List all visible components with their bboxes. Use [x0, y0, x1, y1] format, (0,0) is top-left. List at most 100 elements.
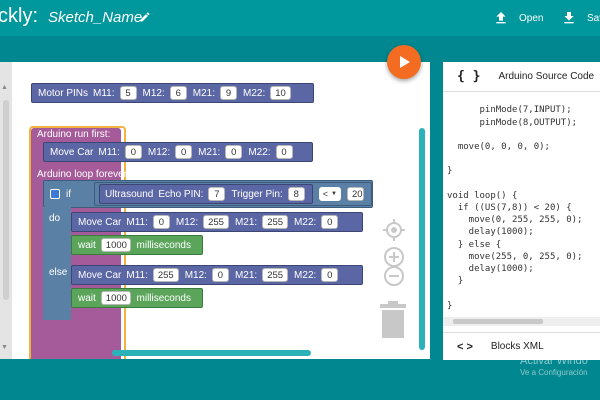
m22-field[interactable]: 0 — [321, 268, 339, 282]
m22-label: M22: — [248, 146, 271, 158]
wait-label: wait — [78, 292, 96, 304]
m22-label: M22: — [294, 269, 317, 281]
code-tag-icon: < > — [457, 340, 473, 353]
gear-icon[interactable] — [50, 189, 60, 199]
blocks-xml-tab[interactable]: < > Blocks XML — [443, 332, 600, 360]
m12-field[interactable]: 6 — [169, 86, 187, 100]
if-label: if — [66, 188, 71, 200]
motor-pins-block[interactable]: Motor PINs M11: 5 M12: 6 M21: 9 M22: 10 — [31, 83, 314, 103]
m21-field[interactable]: 255 — [262, 215, 289, 229]
m21-field[interactable]: 9 — [219, 86, 237, 100]
m12-label: M12: — [147, 146, 171, 158]
m11-field[interactable]: 255 — [152, 268, 179, 282]
arduino-source-tab[interactable]: { } Arduino Source Code — [443, 62, 600, 92]
windows-activation-watermark: Activar Windo Ve a Configuración — [520, 355, 588, 379]
open-label: Open — [519, 12, 544, 24]
blocks-xml-title: Blocks XML — [490, 341, 544, 352]
trigger-pin-field[interactable]: 8 — [287, 187, 305, 201]
m11-field[interactable]: 0 — [152, 215, 170, 229]
m11-field[interactable]: 5 — [119, 86, 137, 100]
do-label: do — [49, 212, 61, 224]
toolbox-scrollbar[interactable] — [0, 62, 12, 359]
m11-label: M11: — [98, 146, 120, 158]
wait-label: wait — [78, 239, 96, 251]
if-block-spine — [43, 207, 71, 320]
else-label: else — [49, 266, 68, 278]
pencil-icon[interactable] — [139, 11, 151, 23]
watermark-line2: Ve a Configuración — [520, 368, 588, 377]
source-code-view[interactable]: pinMode(12,OUTPUT); pinMode(7,INPUT); pi… — [443, 92, 600, 317]
watermark-line1: Activar Windo — [520, 355, 588, 367]
app-title: ckly: — [0, 5, 38, 27]
m11-label: M11: — [126, 216, 148, 228]
m22-field[interactable]: 0 — [321, 215, 339, 229]
run-first-label: Arduino run first: — [37, 128, 111, 140]
top-bar: ckly: Sketch_Name Open Sav — [0, 0, 600, 36]
move-car-label: Move Car — [50, 146, 94, 158]
m22-field[interactable]: 10 — [270, 86, 291, 100]
code-panel: { } Arduino Source Code pinMode(12,OUTPU… — [443, 62, 600, 360]
m22-label: M22: — [242, 87, 266, 99]
m12-field[interactable]: 0 — [211, 268, 229, 282]
m21-field[interactable]: 255 — [262, 268, 289, 282]
m11-label: M11: — [93, 87, 115, 99]
upload-icon — [496, 12, 506, 24]
wait-value-field[interactable]: 1000 — [100, 238, 131, 252]
open-button[interactable]: Open — [493, 7, 543, 29]
move-car-block[interactable]: Move Car M11: 255 M12: 0 M21: 255 M22: 0 — [71, 265, 363, 285]
play-icon — [400, 56, 410, 68]
trash-icon[interactable] — [378, 301, 408, 339]
wait-block[interactable]: wait 1000 milliseconds — [71, 288, 203, 308]
wait-value-field[interactable]: 1000 — [100, 291, 131, 305]
trigger-pin-label: Trigger Pin: — [231, 188, 283, 200]
move-car-block[interactable]: Move Car M11: 0 M12: 255 M21: 255 M22: 0 — [71, 212, 363, 232]
code-horizontal-scrollbar[interactable] — [443, 317, 600, 326]
m12-label: M12: — [175, 216, 199, 228]
echo-pin-label: Echo PIN: — [158, 188, 204, 200]
download-icon — [564, 12, 574, 24]
m21-label: M21: — [198, 146, 221, 158]
wait-unit-label: milliseconds — [136, 239, 191, 251]
loop-forever-label: Arduino loop forever: — [37, 168, 130, 180]
move-car-label: Move Car — [78, 216, 122, 228]
m12-field[interactable]: 255 — [203, 215, 229, 229]
m12-label: M12: — [184, 269, 207, 281]
m11-field[interactable]: 0 — [124, 145, 142, 159]
motor-pins-label: Motor PINs — [38, 87, 89, 99]
workspace-horizontal-scrollbar[interactable] — [112, 350, 311, 356]
m12-field[interactable]: 0 — [175, 145, 193, 159]
save-label: Sav — [587, 12, 600, 24]
move-car-label: Move Car — [78, 269, 122, 281]
workspace-vertical-scrollbar[interactable] — [419, 128, 425, 350]
chevron-down-icon: ▼ — [330, 191, 337, 197]
m21-label: M21: — [234, 216, 258, 228]
scroll-up-arrow-icon[interactable]: ▲ — [1, 84, 8, 91]
braces-icon: { } — [457, 69, 481, 84]
m12-label: M12: — [142, 87, 165, 99]
ultrasound-label: Ultrasound — [105, 188, 154, 200]
m21-label: M21: — [234, 269, 258, 281]
ultrasound-block[interactable]: Ultrasound Echo PIN: 7 Trigger Pin: 8 — [99, 184, 313, 204]
scroll-down-arrow-icon[interactable]: ▼ — [1, 344, 8, 351]
echo-pin-field[interactable]: 7 — [208, 187, 226, 201]
m21-label: M21: — [192, 87, 215, 99]
zoom-out-icon[interactable] — [383, 265, 405, 287]
m11-label: M11: — [126, 269, 148, 281]
m21-field[interactable]: 0 — [225, 145, 243, 159]
sketch-name[interactable]: Sketch_Name — [48, 9, 143, 26]
compare-value-field[interactable]: 20 — [346, 187, 364, 201]
save-button[interactable]: Sav — [561, 7, 600, 29]
toolbox-scrollbar-thumb[interactable] — [3, 100, 9, 300]
blockly-workspace[interactable]: ▲ ▼ Motor PINs M11: 5 M12: 6 M21: 9 M22:… — [0, 62, 430, 359]
recenter-icon[interactable] — [383, 219, 405, 241]
m22-label: M22: — [294, 216, 317, 228]
compare-block[interactable]: Ultrasound Echo PIN: 7 Trigger Pin: 8 <▼… — [94, 182, 372, 206]
code-scrollbar-thumb[interactable] — [453, 319, 543, 324]
compare-operator-dropdown[interactable]: <▼ — [318, 187, 341, 201]
source-code-text: pinMode(12,OUTPUT); pinMode(7,INPUT); pi… — [447, 105, 583, 311]
move-car-block[interactable]: Move Car M11: 0 M12: 0 M21: 0 M22: 0 — [43, 142, 313, 162]
run-button[interactable] — [387, 45, 421, 79]
code-panel-title: Arduino Source Code — [498, 71, 595, 82]
m22-field[interactable]: 0 — [275, 145, 293, 159]
wait-block[interactable]: wait 1000 milliseconds — [71, 235, 203, 255]
